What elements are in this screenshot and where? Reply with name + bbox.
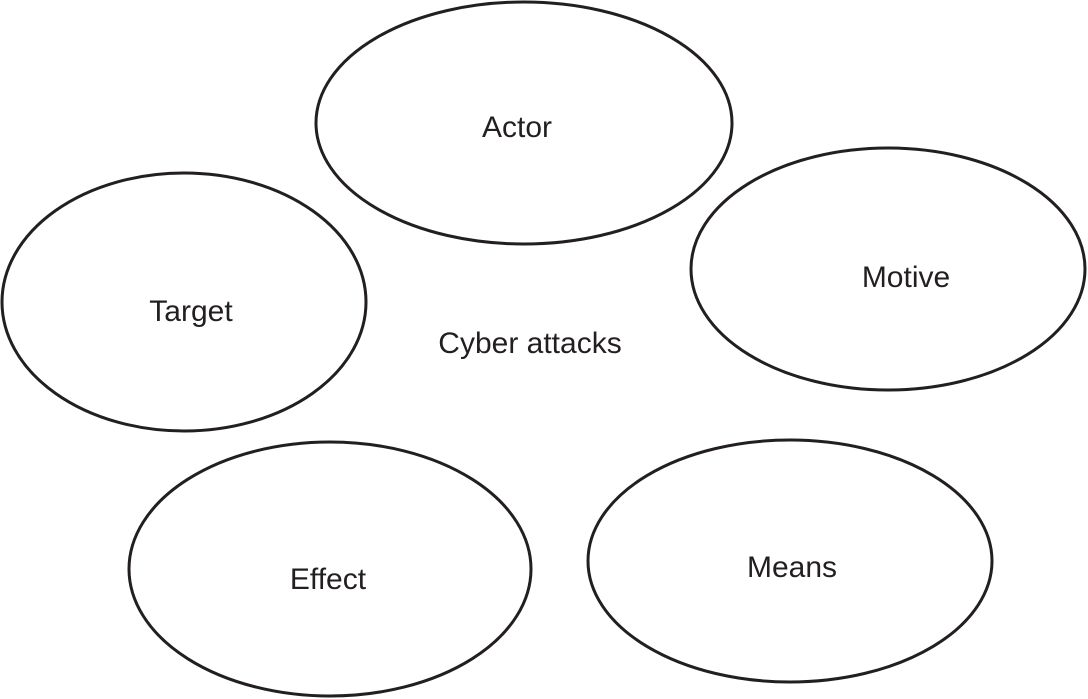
motive-node: Motive [689,146,1087,392]
center-label: Cyber attacks [438,327,621,360]
actor-node: Actor [314,0,734,246]
means-label: Means [747,551,837,584]
actor-label: Actor [482,111,552,144]
motive-label: Motive [862,261,950,294]
effect-ellipse [127,440,533,698]
means-ellipse [586,438,994,684]
effect-node: Effect [127,440,533,698]
target-ellipse [0,171,368,433]
means-node: Means [586,438,994,684]
target-label: Target [149,295,233,328]
target-node: Target [0,171,368,433]
effect-label: Effect [290,563,367,596]
actor-ellipse [314,0,734,246]
motive-ellipse [689,146,1087,392]
